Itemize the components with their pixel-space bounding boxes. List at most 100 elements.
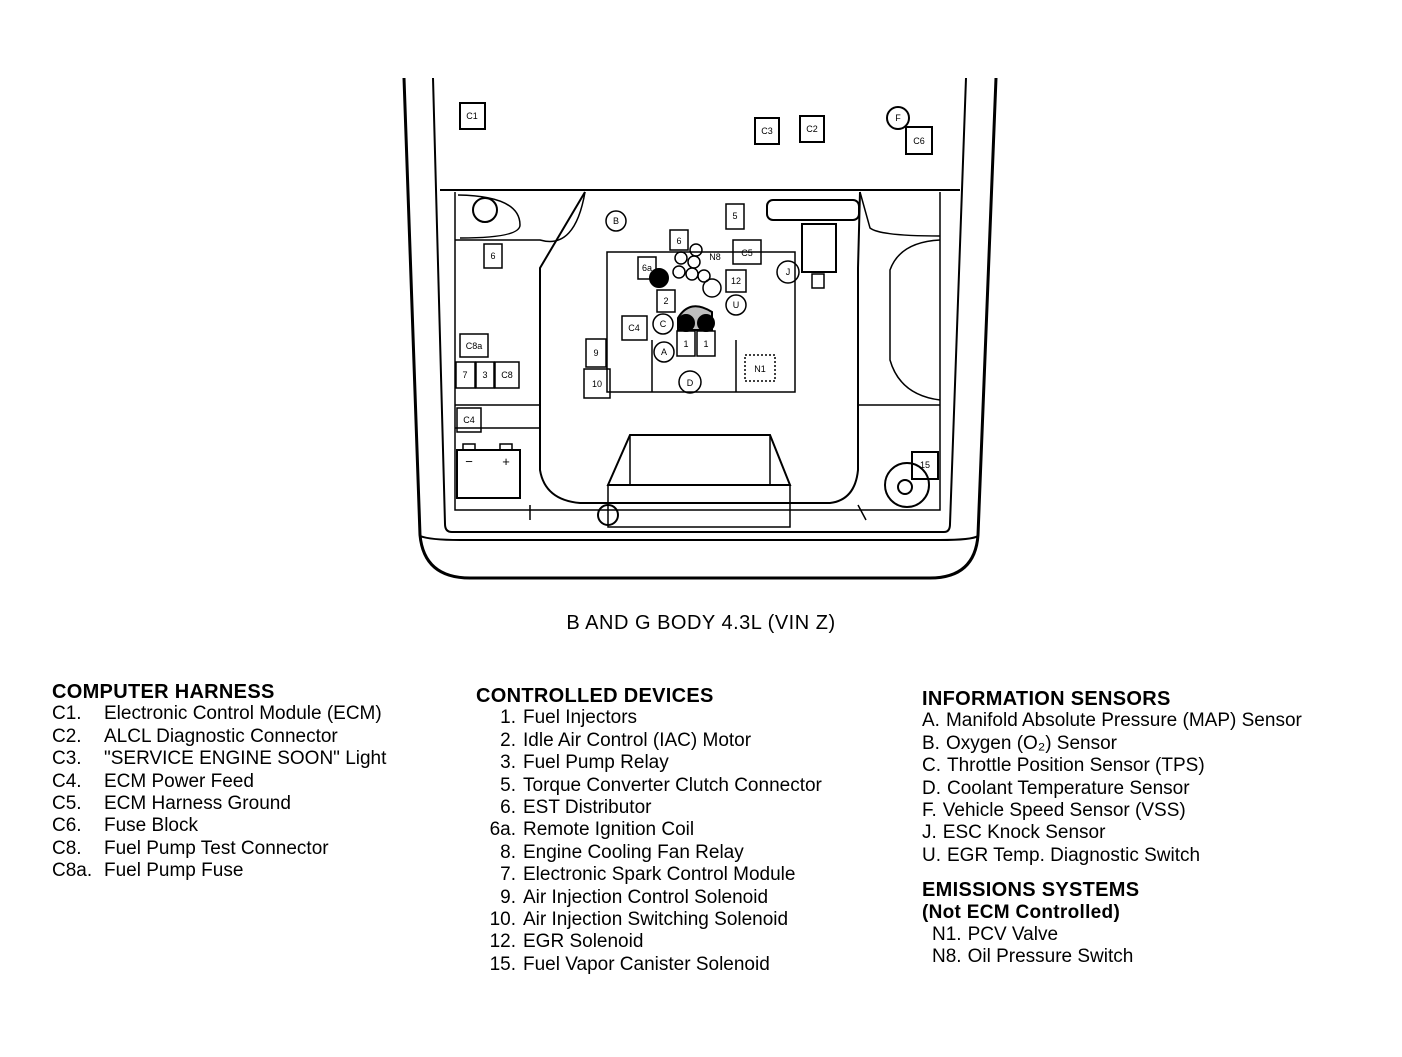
legend-item-description: Engine Cooling Fan Relay bbox=[523, 841, 744, 863]
label-b: B bbox=[613, 216, 619, 226]
label-a: A bbox=[661, 347, 667, 357]
b-circle bbox=[605, 210, 627, 232]
label-3: 3 bbox=[482, 370, 487, 380]
marker-labels: C1 C3 C2 F C6 B 5 6 N8 C5 6a 12 J 6 2 U … bbox=[462, 111, 930, 470]
legend-item-description: Electronic Control Module (ECM) bbox=[104, 703, 382, 725]
legend-item: C8a.Fuel Pump Fuse bbox=[52, 860, 386, 882]
label-d: D bbox=[687, 378, 694, 388]
legend-item-description: Fuel Pump Test Connector bbox=[104, 837, 329, 859]
legend-item-description: ALCL Diagnostic Connector bbox=[104, 725, 338, 747]
j-circle bbox=[776, 260, 800, 284]
legend-item: C3."SERVICE ENGINE SOON" Light bbox=[52, 748, 386, 770]
label-c4-center: C4 bbox=[628, 323, 640, 333]
diagram-caption: B AND G BODY 4.3L (VIN Z) bbox=[566, 612, 836, 634]
legend-item-code: A. bbox=[922, 710, 940, 732]
legend-item-description: Fuse Block bbox=[104, 815, 198, 837]
label-6a: 6a bbox=[642, 263, 652, 273]
label-c2: C2 bbox=[806, 124, 818, 134]
legend-item-code: C8a. bbox=[52, 860, 93, 882]
f-circle bbox=[886, 106, 910, 130]
engine-block bbox=[606, 251, 796, 393]
legend-item-code: J. bbox=[922, 822, 937, 844]
battery-minus: − bbox=[465, 454, 473, 469]
legend-item: F.Vehicle Speed Sensor (VSS) bbox=[922, 800, 1302, 822]
legend-item-code: 6a. bbox=[489, 819, 516, 841]
six-a-box bbox=[637, 256, 657, 280]
legend-item-code: C1. bbox=[52, 703, 82, 725]
legend-item-description: Idle Air Control (IAC) Motor bbox=[523, 729, 752, 751]
controlled-devices-legend: CONTROLLED DEVICES 1. Fuel Injectors 2. Idl… bbox=[476, 685, 822, 976]
c-circle bbox=[652, 313, 674, 335]
firewall-strip bbox=[459, 102, 933, 155]
one-b-box bbox=[696, 330, 716, 357]
legend-item: U.EGR Temp. Diagnostic Switch bbox=[922, 845, 1302, 867]
legend-item: N8.Oil Pressure Switch bbox=[932, 946, 1302, 968]
legend-item-description: Torque Converter Clutch Connector bbox=[523, 774, 822, 796]
legend-item-description: EST Distributor bbox=[523, 797, 652, 819]
legend-item-code: C5. bbox=[52, 793, 82, 815]
ten-box bbox=[583, 368, 611, 399]
engine-compartment bbox=[454, 191, 941, 521]
legend-item-description: Manifold Absolute Pressure (MAP) Sensor bbox=[945, 710, 1302, 732]
a-circle bbox=[653, 341, 675, 363]
legend-item-code: C4. bbox=[52, 770, 82, 792]
legend-item-description: Oil Pressure Switch bbox=[967, 946, 1134, 968]
label-7: 7 bbox=[462, 370, 467, 380]
legend-item: A.Manifold Absolute Pressure (MAP) Senso… bbox=[922, 710, 1302, 732]
c8-box bbox=[494, 361, 520, 389]
label-12: 12 bbox=[731, 276, 741, 286]
label-n8: N8 bbox=[709, 252, 721, 262]
one-a-box bbox=[676, 330, 696, 357]
radiator-core bbox=[597, 434, 792, 528]
computer-harness-legend: COMPUTER HARNESS C1. Electronic Control M… bbox=[52, 681, 386, 883]
engine-bay-diagram: C1 C3 C2 F C6 B 5 6 N8 C5 6a 12 J 6 2 U … bbox=[402, 77, 998, 580]
computer-harness-title: COMPUTER HARNESS bbox=[52, 681, 275, 703]
legend-item: 2. Idle Air Control (IAC) Motor bbox=[476, 730, 822, 752]
legend-item-description: Air Injection Control Solenoid bbox=[523, 886, 769, 908]
controlled-devices-title: CONTROLLED DEVICES bbox=[476, 685, 714, 707]
legend-item-description: Electronic Spark Control Module bbox=[523, 864, 796, 886]
legend-item-code: 1. bbox=[500, 707, 516, 729]
legend-item-code: N8. bbox=[932, 946, 962, 968]
legend-item: C5.ECM Harness Ground bbox=[52, 793, 386, 815]
label-c8: C8 bbox=[501, 370, 513, 380]
legend-item-code: C3. bbox=[52, 748, 82, 770]
six-top-box bbox=[669, 229, 689, 251]
legend-item-description: EGR Solenoid bbox=[523, 931, 644, 953]
label-15: 15 bbox=[920, 460, 930, 470]
legend-item-code: C2. bbox=[52, 725, 82, 747]
c2-box bbox=[799, 115, 825, 143]
label-1b: 1 bbox=[703, 339, 708, 349]
d-circle bbox=[678, 370, 702, 394]
three-box bbox=[475, 361, 495, 389]
label-c4-left: C4 bbox=[463, 415, 475, 425]
legend-item-code: C8. bbox=[52, 837, 82, 859]
legend-item: 5.Torque Converter Clutch Connector bbox=[476, 775, 822, 797]
legend-item: C1. Electronic Control Module (ECM) bbox=[52, 703, 386, 725]
battery bbox=[456, 443, 521, 499]
legend-item-code: 2. bbox=[500, 729, 516, 751]
information-sensors-legend: INFORMATION SENSORS A.Manifold Absolute … bbox=[922, 688, 1302, 969]
legend-item: C.Throttle Position Sensor (TPS) bbox=[922, 755, 1302, 777]
legend-item: 15.Fuel Vapor Canister Solenoid bbox=[476, 954, 822, 976]
legend-item-description: Oxygen (O₂) Sensor bbox=[945, 732, 1117, 754]
legend-item-description: Fuel Injectors bbox=[523, 707, 638, 729]
label-j: J bbox=[786, 267, 791, 277]
legend-item-code: 7. bbox=[500, 864, 516, 886]
five-box bbox=[725, 203, 745, 230]
c8a-box bbox=[459, 333, 489, 358]
legend-item-description: Remote Ignition Coil bbox=[523, 819, 695, 841]
legend-item: B.Oxygen (O₂) Sensor bbox=[922, 733, 1302, 755]
legend-item: 10.Air Injection Switching Solenoid bbox=[476, 909, 822, 931]
twelve-box bbox=[725, 269, 747, 293]
label-n1: N1 bbox=[754, 364, 766, 374]
legend-item: 8.Engine Cooling Fan Relay bbox=[476, 842, 822, 864]
legend-item-description: Throttle Position Sensor (TPS) bbox=[947, 755, 1205, 777]
legend-item: 7. Electronic Spark Control Module bbox=[476, 864, 822, 886]
c4-center-box bbox=[621, 315, 648, 341]
nine-box bbox=[585, 338, 607, 368]
seven-box bbox=[455, 361, 476, 389]
six-left-box bbox=[483, 243, 503, 269]
label-c5: C5 bbox=[741, 248, 753, 258]
legend-item: 9.Air Injection Control Solenoid bbox=[476, 887, 822, 909]
